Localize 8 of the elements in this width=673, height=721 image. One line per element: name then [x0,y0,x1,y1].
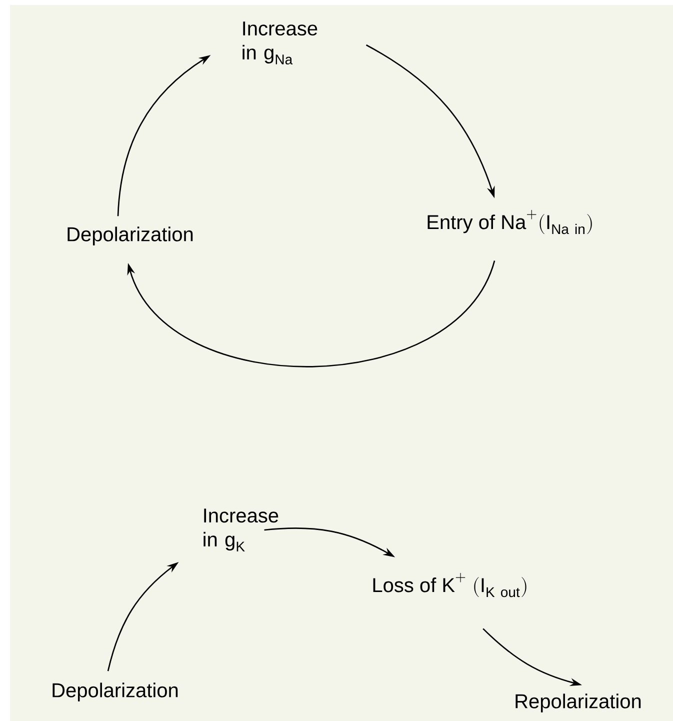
node-label: Depolarization [52,682,178,702]
node-label: Repolarization [516,694,641,712]
node-label: $\mathrm{Loss\ of\ K}^{+}\ (\mathrm{I}_{\mathrm{K\ out}})$ [373,572,526,598]
arrow [127,260,496,368]
node-label: Increase in g$_{K}$ [204,508,278,552]
node-label: $\mathrm{Entry\ of\ Na}^{+}(\mathrm{I}_{\mathrm{Na\ in}})$ [428,210,592,234]
node-label: Depolarization [68,226,193,246]
node-label: Increase in g$_{Na}$ [242,22,318,64]
